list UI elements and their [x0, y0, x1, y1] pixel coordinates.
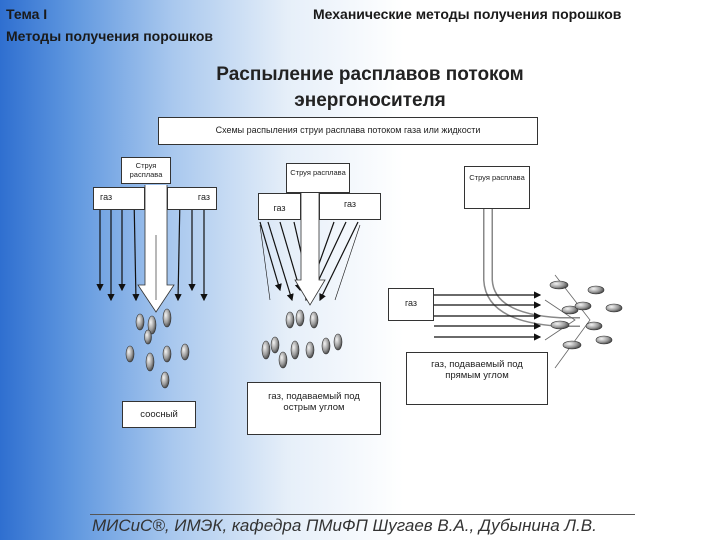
topic-label: Тема I	[6, 6, 48, 22]
melt-droplets	[125, 280, 623, 389]
footer-credits: МИСиС®, ИМЭК, кафедра ПМиФП Шугаев В.А.,…	[92, 516, 597, 535]
acute-angle-scheme	[259, 193, 361, 306]
coaxial-label: соосный	[122, 401, 196, 428]
acute-angle-label: газ, подаваемый под острым углом	[247, 382, 381, 435]
melt-stream-label-2: Струя расплава	[286, 163, 350, 193]
gas-label-2a: газ	[258, 193, 301, 220]
section-title: Механические методы получения порошков	[313, 6, 622, 22]
right-angle-label: газ, подаваемый под прямым углом	[406, 352, 548, 405]
scheme-caption: Схемы распыления струи расплава потоком …	[158, 117, 538, 145]
melt-stream-label-1: Струя расплава	[121, 157, 171, 184]
topic-subtitle: Методы получения порошков	[6, 28, 213, 44]
slide-title: Распыление расплавов потоком энергоносит…	[216, 64, 524, 111]
coaxial-scheme	[96, 185, 208, 313]
gas-label-3: газ	[388, 288, 434, 321]
gas-label-2b: газ	[319, 193, 381, 220]
gas-label-1b: газ	[167, 187, 217, 210]
melt-stream-label-3: Струя расплава	[464, 166, 530, 209]
gas-label-1a: газ	[93, 187, 145, 210]
footer-divider	[90, 514, 635, 515]
